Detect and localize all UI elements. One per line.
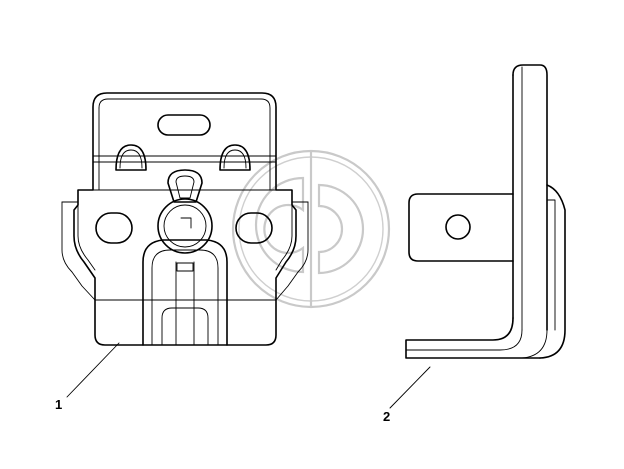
part-1-drawing (61, 92, 309, 346)
leader-line-1 (66, 342, 120, 398)
leader-line-2 (389, 366, 431, 409)
callout-2: 2 (383, 409, 390, 424)
callout-1: 1 (55, 397, 62, 412)
part-2-drawing (405, 64, 566, 359)
watermark-logo (231, 149, 391, 309)
